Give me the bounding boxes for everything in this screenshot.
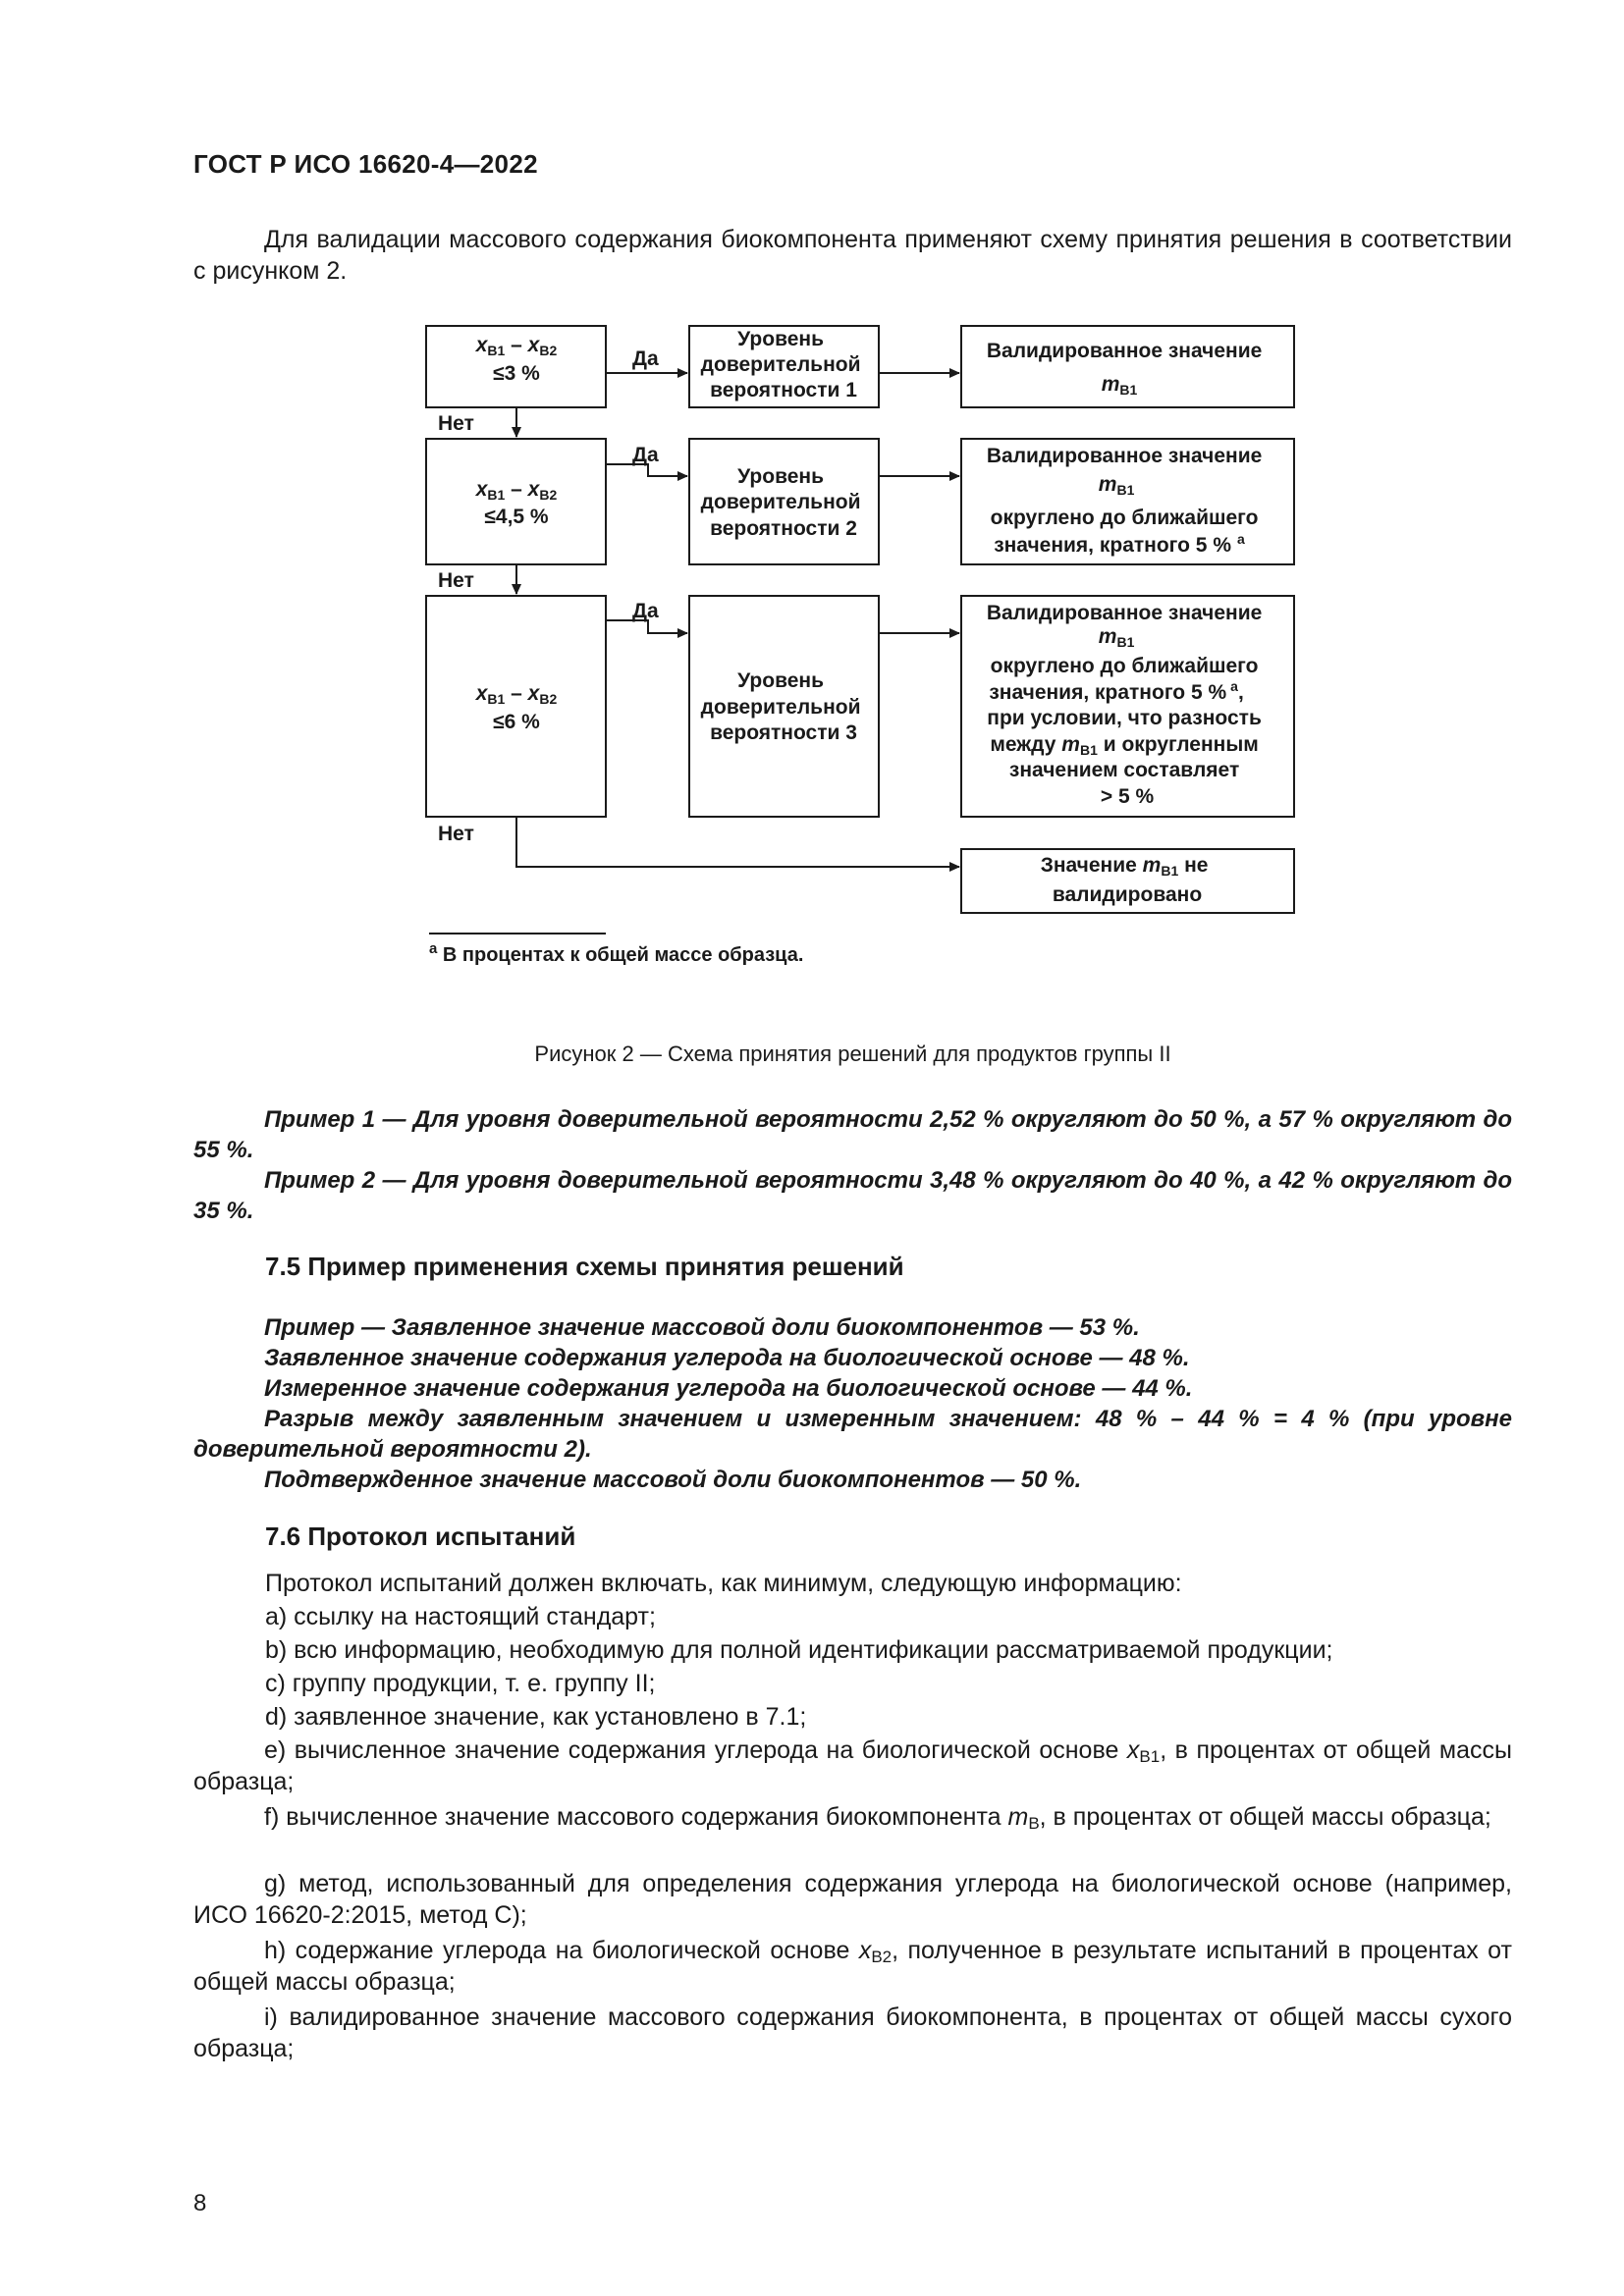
condition-box-3 — [425, 595, 607, 818]
protocol-item-c: c) группу продукции, т. е. группу II; — [265, 1670, 656, 1697]
section-7-6-heading: 7.6 Протокол испытаний — [265, 1522, 576, 1551]
condition-expr-1: xB1 – xB2 — [475, 334, 558, 358]
protocol-item-a: a) ссылку на настоящий стандарт; — [265, 1603, 656, 1630]
confidence-text-2: Уровень доверительной вероятности 2 — [701, 465, 867, 540]
condition-threshold-1: ≤3 % — [493, 362, 540, 385]
no-label-2: Нет — [438, 569, 474, 592]
result-box-3 — [960, 595, 1295, 818]
example-2: Пример 2 — Для уровня доверительной веро… — [193, 1167, 1512, 1224]
yes-label-1: Да — [632, 347, 659, 370]
no-arrow-3 — [515, 817, 960, 872]
result-text-1: Валидированное значение mB1 — [987, 340, 1268, 398]
no-label-1: Нет — [438, 412, 474, 435]
result-text-2: Валидированное значение mB1 округлено до… — [987, 445, 1268, 557]
result-text-4: Значение mB1 не валидировано — [1041, 854, 1215, 906]
example-b-5: Подтвержденное значение массовой доли би… — [264, 1467, 1082, 1493]
footnote-rule — [429, 933, 606, 934]
yes-arrow-3 — [606, 619, 688, 638]
intro-paragraph: Для валидации массового содержания биоко… — [193, 226, 1512, 285]
figure-caption: Рисунок 2 — Схема принятия решений для п… — [534, 1041, 1171, 1066]
condition-expr-3: xB1 – xB2 — [475, 682, 558, 707]
yes-label-3: Да — [632, 600, 659, 622]
confidence-box-3 — [688, 595, 880, 818]
protocol-item-g: g) метод, использованный для определения… — [193, 1870, 1512, 1929]
decision-flowchart: xB1 – xB2 ≤3 % xB1 – xB2 ≤4,5 % xB1 – xB… — [425, 325, 1295, 914]
example-b-2: Заявленное значение содержания углерода … — [264, 1345, 1190, 1371]
protocol-item-h: h) содержание углерода на биологической … — [193, 1937, 1512, 1996]
protocol-item-i: i) валидированное значение массового сод… — [193, 2003, 1512, 2062]
document-header: ГОСТ Р ИСО 16620-4—2022 — [193, 149, 538, 179]
condition-box-2 — [425, 438, 607, 565]
result-box-4 — [960, 848, 1295, 914]
protocol-item-b: b) всю информацию, необходимую для полно… — [265, 1636, 1333, 1664]
example-b-3: Измеренное значение содержания углерода … — [264, 1375, 1193, 1402]
confidence-box-2 — [688, 438, 880, 565]
example-1: Пример 1 — Для уровня доверительной веро… — [193, 1106, 1512, 1163]
result-box-1 — [960, 325, 1295, 408]
result-text-3: Валидированное значение mB1 округлено до… — [987, 602, 1268, 808]
condition-threshold-3: ≤6 % — [493, 711, 540, 733]
example-b-1: Пример — Заявленное значение массовой до… — [264, 1314, 1140, 1341]
protocol-item-d: d) заявленное значение, как установлено … — [265, 1703, 807, 1731]
condition-expr-2: xB1 – xB2 — [475, 478, 558, 503]
no-label-3: Нет — [438, 823, 474, 845]
yes-label-2: Да — [632, 444, 659, 466]
protocol-item-f: f) вычисленное значение массового содерж… — [264, 1803, 1491, 1833]
yes-arrow-2 — [606, 463, 688, 481]
figure-footnote: a В процентах к общей массе образца. — [429, 940, 804, 966]
page-number: 8 — [193, 2190, 207, 2216]
protocol-item-e: e) вычисленное значение содержания углер… — [193, 1736, 1512, 1795]
condition-threshold-2: ≤4,5 % — [484, 506, 549, 528]
section-7-5-heading: 7.5 Пример применения схемы принятия реш… — [265, 1252, 904, 1281]
protocol-intro: Протокол испытаний должен включать, как … — [265, 1570, 1182, 1597]
confidence-text-1: Уровень доверительной вероятности 1 — [701, 328, 867, 401]
result-box-2 — [960, 438, 1295, 565]
example-b-4: Разрыв между заявленным значением и изме… — [193, 1406, 1512, 1463]
confidence-box-1 — [688, 325, 880, 408]
confidence-text-3: Уровень доверительной вероятности 3 — [701, 669, 867, 744]
